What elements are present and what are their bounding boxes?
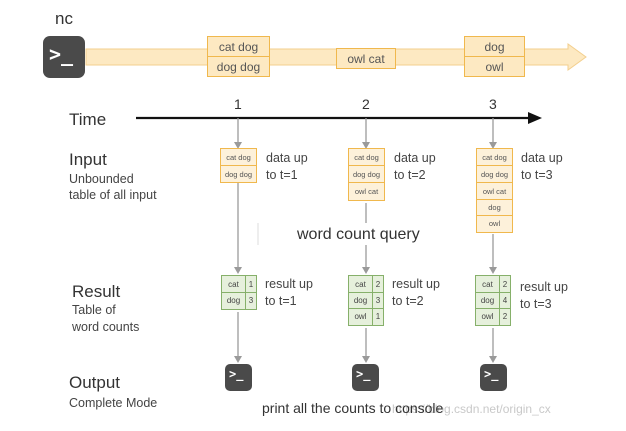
output-caption: print all the counts to console: [262, 400, 444, 416]
result-word: cat: [222, 276, 246, 293]
output-subtitle: Complete Mode: [69, 396, 158, 410]
time-tick-2: 2: [362, 96, 370, 112]
result-note-1b: to t=1: [265, 294, 297, 308]
result-title: Result: [72, 282, 121, 301]
input-note-2a: data up: [394, 151, 436, 165]
input-subtitle-2: table of all input: [69, 188, 157, 202]
query-label: word count query: [297, 226, 420, 243]
input-row: owl cat: [477, 183, 512, 200]
input-note-2b: to t=2: [394, 168, 426, 182]
time-tick-3: 3: [489, 96, 497, 112]
result-note-1a: result up: [265, 277, 313, 291]
result-note-2b: to t=2: [392, 294, 424, 308]
result-count: 1: [375, 312, 381, 321]
stream-row: owl: [485, 60, 504, 74]
stream-row: owl cat: [347, 52, 385, 66]
stream-row: cat dog: [208, 37, 269, 57]
result-note-3b: to t=3: [520, 297, 552, 311]
stream-batch-2: owl cat: [336, 48, 396, 69]
input-row: owl cat: [354, 187, 379, 196]
result-count: 4: [500, 293, 510, 309]
result-table-1: cat 1 dog 3: [221, 275, 257, 310]
result-word: dog: [476, 293, 500, 309]
result-count: 3: [248, 296, 254, 305]
result-count: 2: [500, 276, 510, 293]
source-label: nc: [55, 9, 73, 28]
input-row: cat dog: [477, 149, 512, 166]
result-word: cat: [476, 276, 500, 293]
result-note-2a: result up: [392, 277, 440, 291]
input-note-3a: data up: [521, 151, 563, 165]
terminal-icon: >_: [352, 364, 379, 391]
terminal-icon: >_: [480, 364, 507, 391]
output-title: Output: [69, 373, 121, 392]
input-row: dog dog: [224, 170, 253, 179]
result-table-3: cat 2 dog 4 owl 2: [475, 275, 511, 326]
input-subtitle-1: Unbounded: [69, 172, 134, 186]
result-count: 2: [502, 312, 508, 321]
terminal-icon: >_: [43, 36, 85, 78]
input-table-2: cat dog dog dog owl cat: [348, 148, 385, 201]
input-row: cat dog: [221, 149, 256, 166]
result-word: dog: [222, 293, 246, 309]
terminal-icon: >_: [225, 364, 252, 391]
stream-row: dog dog: [216, 60, 261, 74]
time-label: Time: [69, 110, 107, 129]
input-table-3: cat dog dog dog owl cat dog owl: [476, 148, 513, 233]
input-table-1: cat dog dog dog: [220, 148, 257, 183]
input-row: dog dog: [349, 166, 384, 183]
input-title: Input: [69, 150, 107, 169]
input-row: dog dog: [477, 166, 512, 183]
result-subtitle-1: Table of: [72, 303, 116, 317]
result-note-3a: result up: [520, 280, 568, 294]
result-table-2: cat 2 dog 3 owl 1: [348, 275, 384, 326]
input-note-1a: data up: [266, 151, 308, 165]
result-word: cat: [349, 276, 373, 293]
input-row: dog: [477, 200, 512, 216]
timeline-arrow: [136, 112, 542, 124]
result-count: 1: [246, 276, 256, 293]
result-count: 2: [373, 276, 383, 293]
input-row: owl: [488, 219, 501, 228]
stream-batch-3: dog owl: [464, 36, 525, 77]
result-word: dog: [349, 293, 373, 309]
stream-batch-1: cat dog dog dog: [207, 36, 270, 77]
input-note-1b: to t=1: [266, 168, 298, 182]
result-word: owl: [476, 309, 500, 325]
watermark: https://blog.csdn.net/origin_cx: [392, 402, 551, 416]
result-word: owl: [349, 309, 373, 325]
input-row: cat dog: [349, 149, 384, 166]
stream-row: dog: [465, 37, 524, 57]
input-note-3b: to t=3: [521, 168, 553, 182]
result-count: 3: [373, 293, 383, 309]
time-tick-1: 1: [234, 96, 242, 112]
result-subtitle-2: word counts: [72, 320, 140, 334]
